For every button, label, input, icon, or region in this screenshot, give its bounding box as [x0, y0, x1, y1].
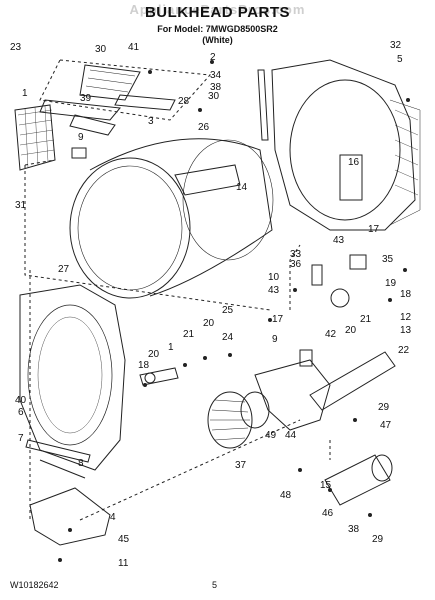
callout-label: 39	[80, 93, 92, 104]
callout-label: 15	[320, 480, 332, 491]
bracket-39-part	[39, 99, 121, 121]
callout-label: 48	[280, 490, 292, 501]
bracket-42-part	[299, 349, 313, 367]
callout-label: 20	[345, 325, 357, 336]
callout-label: 20	[203, 318, 215, 329]
callout-label: 13	[400, 325, 412, 336]
callout-label: 19	[385, 278, 397, 289]
part-9-block	[71, 147, 87, 159]
callout-label: 45	[118, 534, 130, 545]
drum-body	[89, 138, 273, 297]
shaft-part	[139, 367, 179, 386]
callout-label: 30	[95, 44, 107, 55]
callout-label: 27	[58, 264, 70, 275]
callout-label: 18	[400, 289, 412, 300]
watermark-text: AppliancePartsPros.com	[129, 2, 306, 17]
callout-label: 33	[290, 249, 302, 260]
callout-label: 34	[210, 70, 222, 81]
callout-label: 9	[272, 334, 278, 345]
callout-label: 6	[18, 407, 24, 418]
document-number: W10182642	[10, 580, 59, 590]
callout-label: 42	[325, 329, 337, 340]
callout-label: 40	[15, 395, 27, 406]
callout-label: 22	[398, 345, 410, 356]
callout-label: 3	[148, 116, 154, 127]
callout-label: 2	[210, 52, 216, 63]
bracket-43-part	[349, 254, 367, 270]
callout-label: 17	[368, 224, 380, 235]
page-number: 5	[212, 580, 218, 590]
bracket-10-part	[311, 264, 323, 286]
blower-wheel-part	[207, 391, 253, 449]
model-color: (White)	[202, 35, 233, 45]
callout-label: 21	[183, 329, 195, 340]
callout-label: 29	[372, 534, 384, 545]
callout-label: 31	[15, 200, 27, 211]
callout-label: 16	[348, 157, 360, 168]
callout-label: 32	[390, 40, 402, 51]
callout-label: 43	[333, 235, 345, 246]
callout-label: 30	[208, 91, 220, 102]
gasket-49-part	[240, 391, 270, 429]
callout-label: 38	[348, 524, 360, 535]
callout-label: 7	[18, 433, 24, 444]
gas-valve-part	[324, 454, 391, 506]
duct-part	[29, 487, 111, 546]
part-16-bracket	[339, 154, 363, 201]
callout-label: 17	[272, 314, 284, 325]
callout-label: 43	[268, 285, 280, 296]
blower-housing-part	[254, 359, 331, 431]
callout-label: 12	[400, 312, 412, 323]
callout-label: 10	[268, 272, 280, 283]
model-number: For Model: 7MWGD8500SR2	[157, 24, 278, 34]
callout-label: 47	[380, 420, 392, 431]
callout-label: 20	[148, 349, 160, 360]
top-panel-outline	[39, 59, 212, 121]
callout-label: 4	[110, 512, 116, 523]
callout-label: 11	[118, 558, 129, 569]
callout-label: 9	[78, 132, 84, 143]
callout-label: 44	[285, 430, 297, 441]
drum-front-rim	[69, 157, 191, 299]
callout-label: 18	[138, 360, 150, 371]
seal-7-part	[39, 459, 86, 479]
front-bulkhead-part	[19, 284, 126, 471]
callout-label: 41	[128, 42, 140, 53]
callout-label: 29	[378, 402, 390, 413]
callout-label: 49	[265, 430, 277, 441]
callout-label: 36	[290, 259, 302, 270]
bracket-28-part	[114, 94, 176, 111]
callout-label: 26	[198, 122, 210, 133]
callout-label: 21	[360, 314, 372, 325]
seal-6-part	[25, 439, 91, 463]
callout-label: 14	[236, 182, 248, 193]
callout-label: 25	[222, 305, 234, 316]
callout-label: 24	[222, 332, 234, 343]
bracket-3-part	[69, 114, 116, 136]
lint-screen-part	[79, 64, 141, 101]
page-title: BULKHEAD PARTS	[144, 4, 291, 21]
rod-30-part	[257, 69, 269, 141]
callout-labels: 23 30 41 2 34 32 5 38 39 28 30 1 3 26 9 …	[10, 40, 412, 569]
callout-label: 23	[10, 42, 22, 53]
rear-bulkhead-part	[271, 59, 416, 231]
callout-label: 1	[22, 88, 28, 99]
callout-label: 28	[178, 96, 190, 107]
callout-label: 1	[168, 342, 174, 353]
callout-label: 8	[78, 458, 84, 469]
callout-label: 5	[397, 54, 403, 65]
sensor-19-part	[330, 288, 350, 308]
burner-tube-part	[309, 351, 396, 411]
callout-label: 35	[382, 254, 394, 265]
callout-label: 46	[322, 508, 334, 519]
rear-bulkhead-ring	[289, 79, 401, 221]
callout-label: 38	[210, 82, 222, 93]
callout-label: 37	[235, 460, 247, 471]
drum-baffle-14	[174, 164, 241, 196]
